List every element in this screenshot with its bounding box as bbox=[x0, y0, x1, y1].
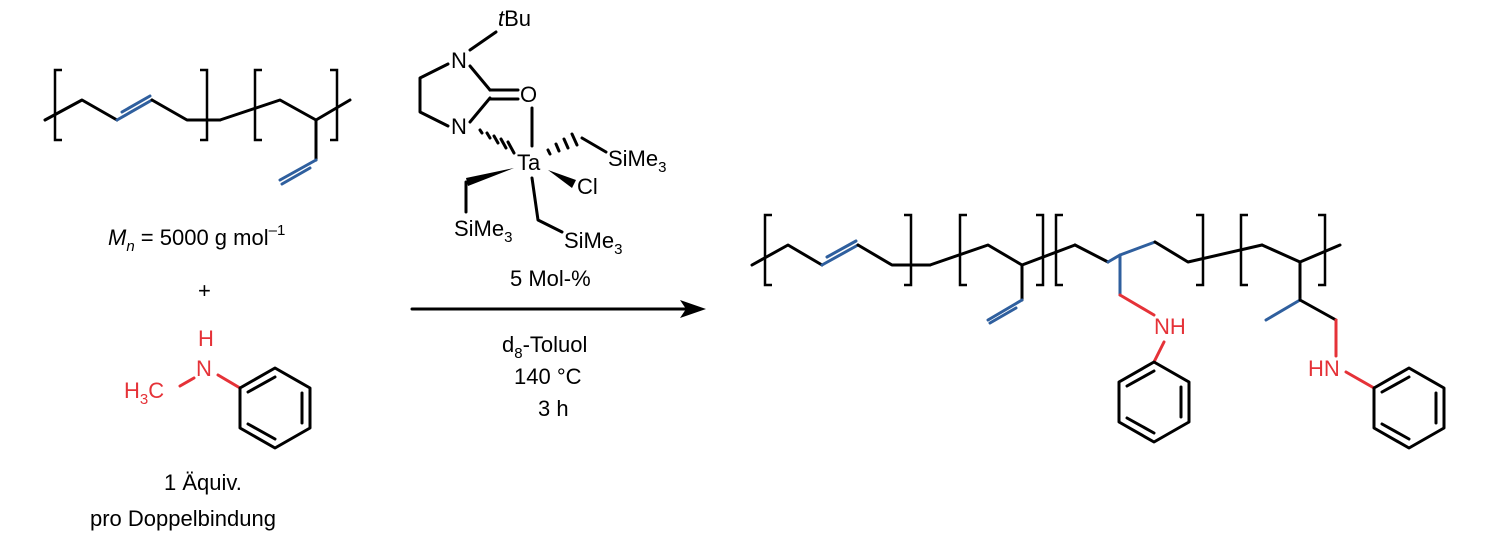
p-vinyl-dbl-a bbox=[986, 298, 1024, 322]
sime3-right: SiMe3 bbox=[608, 146, 666, 176]
amine-h-label: H bbox=[198, 326, 214, 351]
bracket-right-2 bbox=[330, 68, 339, 142]
tbu-bond bbox=[468, 30, 498, 52]
oxygen-label: O bbox=[520, 82, 537, 107]
time-label: 3 h bbox=[538, 396, 569, 421]
p-bracket-1r bbox=[904, 213, 913, 287]
ring-dbl-3 bbox=[246, 422, 277, 441]
ta-ch2-right-hashed bbox=[546, 132, 579, 156]
vinyl-double-b bbox=[280, 166, 312, 186]
backbone-14 bbox=[43, 98, 119, 122]
n-methylaniline: H N H3C bbox=[124, 326, 312, 450]
ta-cl-wedge bbox=[548, 170, 576, 188]
ta-ch2-left-wedge bbox=[466, 168, 514, 186]
p-n-ph-3 bbox=[1152, 340, 1166, 364]
p-phenyl-1 bbox=[1117, 360, 1191, 444]
ring-n-bottom-c2 bbox=[468, 96, 492, 124]
p-bracket-2r bbox=[1036, 213, 1045, 287]
ring-n-top-ch2 bbox=[418, 62, 450, 128]
p-ph2-dbl-c bbox=[1380, 422, 1411, 441]
product-hn-label: HN bbox=[1308, 356, 1340, 381]
p-chain-1b bbox=[856, 243, 932, 267]
plus-sign: + bbox=[198, 278, 211, 303]
phenyl-ring-amine bbox=[238, 366, 312, 450]
p-ch-ch2-4 bbox=[1298, 298, 1338, 322]
methyl-n-bond bbox=[178, 376, 196, 388]
chloride-label: Cl bbox=[577, 174, 598, 199]
p-ph1-dbl-c bbox=[1125, 416, 1156, 435]
temperature-label: 140 °C bbox=[514, 364, 582, 389]
ring-dbl-1 bbox=[246, 375, 277, 394]
equiv-line-1: 1 Äquiv. bbox=[164, 470, 242, 495]
p-chain-3c bbox=[1153, 240, 1264, 264]
reaction-arrow bbox=[410, 300, 706, 318]
n-ta-hashed-bond bbox=[478, 128, 516, 155]
equiv-line-2: pro Doppelbindung bbox=[90, 506, 276, 531]
metal-label: Ta bbox=[517, 150, 541, 175]
p-chain-1a bbox=[750, 243, 824, 267]
p-ch2-n-3 bbox=[1118, 293, 1156, 317]
vinyl-double-a bbox=[278, 158, 318, 182]
p-chain-4 bbox=[1260, 243, 1342, 264]
p-bracket-4r bbox=[1318, 213, 1327, 287]
p-ph2-dbl-a bbox=[1380, 375, 1411, 394]
n-bottom-label: N bbox=[451, 114, 467, 139]
n-top-label: N bbox=[451, 48, 467, 73]
n-ph-bond bbox=[216, 373, 242, 390]
ta-ch2-bottom bbox=[530, 176, 564, 234]
double-bond-14-b bbox=[120, 94, 152, 114]
p-phenyl-2 bbox=[1372, 366, 1446, 450]
double-bond-14-a bbox=[115, 98, 154, 122]
sime3-bottom: SiMe3 bbox=[564, 228, 622, 258]
p-ph1-dbl-b bbox=[1125, 369, 1156, 388]
catalyst-loading: 5 Mol-% bbox=[510, 266, 591, 291]
p-chain-3b bbox=[1106, 240, 1157, 264]
p-methyl-4 bbox=[1264, 298, 1302, 322]
p-chain-2 bbox=[928, 243, 1077, 267]
p-n-ph-4 bbox=[1344, 370, 1376, 390]
p-bracket-2l bbox=[958, 213, 967, 287]
p-bracket-3r bbox=[1196, 213, 1205, 287]
solvent-label: d8-Toluol bbox=[502, 332, 587, 362]
product-polymer: NH HN bbox=[750, 213, 1446, 450]
backbone-12 bbox=[218, 98, 352, 122]
ring-n-top-c2 bbox=[468, 64, 492, 92]
p-bracket-1l bbox=[763, 213, 772, 287]
amine-n-label: N bbox=[196, 356, 212, 381]
tantalum-catalyst: tBu N N O Ta SiMe3 Cl bbox=[418, 6, 666, 291]
mn-label: Mn = 5000 g mol–1 bbox=[108, 222, 285, 255]
p-bracket-3l bbox=[1054, 213, 1063, 287]
bracket-left-1 bbox=[53, 68, 62, 142]
backbone-14-end bbox=[150, 98, 222, 122]
p-dbl-1a bbox=[820, 243, 860, 267]
sime3-left: SiMe3 bbox=[454, 216, 512, 246]
methyl-label: H3C bbox=[124, 378, 164, 408]
bracket-right-1 bbox=[200, 68, 209, 142]
bracket-left-2 bbox=[253, 68, 262, 142]
ch2-sime3-right bbox=[580, 136, 608, 154]
p-dbl-1b bbox=[825, 239, 858, 259]
p-chain-3a bbox=[1073, 243, 1110, 264]
reactant-polymer: Mn = 5000 g mol–1 bbox=[43, 68, 352, 255]
tbu-label: tBu bbox=[498, 6, 531, 31]
product-nh-label: NH bbox=[1154, 314, 1186, 339]
p-vinyl-dbl-b bbox=[988, 306, 1018, 325]
